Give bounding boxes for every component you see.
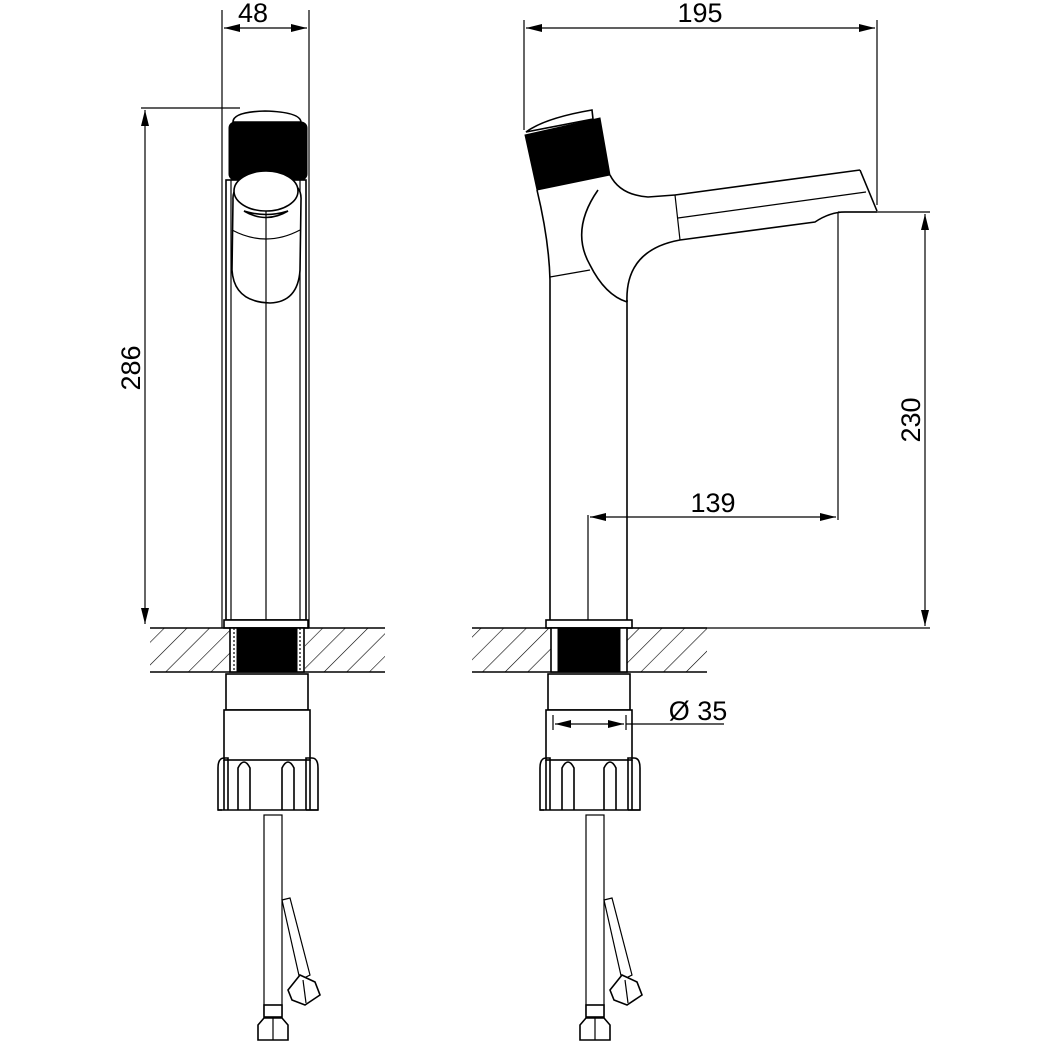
countertop-section-right-side xyxy=(627,628,707,672)
dimension-spout-height xyxy=(628,211,930,629)
label-side-reach: 195 xyxy=(677,0,722,28)
countertop-section-left xyxy=(150,628,230,672)
label-spout-projection: 139 xyxy=(690,488,735,518)
front-view xyxy=(141,10,385,1041)
spout xyxy=(674,169,878,241)
label-hole-diameter: Ø 35 xyxy=(669,696,728,726)
dimension-hole-diameter xyxy=(552,715,724,730)
dimension-front-width xyxy=(221,10,310,628)
threaded-shank xyxy=(236,627,298,673)
handle-cap xyxy=(232,110,302,123)
side-view xyxy=(472,20,930,1041)
supply-hoses xyxy=(257,814,321,1041)
dimension-spout-projection xyxy=(587,212,839,620)
threaded-shank-side xyxy=(557,627,621,673)
label-front-width: 48 xyxy=(238,0,268,28)
label-front-height: 286 xyxy=(116,345,146,390)
faucet-body-side xyxy=(536,189,551,620)
countertop-section-right xyxy=(305,628,385,672)
dimension-front-height xyxy=(141,107,240,624)
dimension-side-reach xyxy=(523,20,878,205)
mounting-nut xyxy=(223,709,311,761)
supply-hoses-side xyxy=(579,814,643,1041)
mounting-nut-side xyxy=(545,709,633,761)
nut-ribs xyxy=(217,757,319,811)
countertop-section-left-side xyxy=(472,628,552,672)
label-spout-height: 230 xyxy=(896,397,926,442)
